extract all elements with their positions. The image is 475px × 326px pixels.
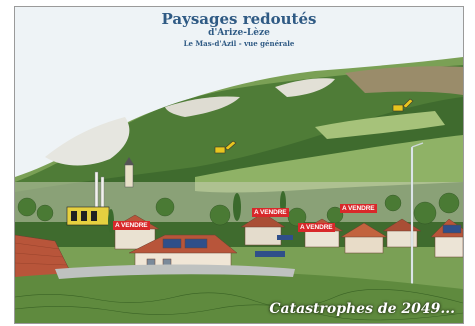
poster-location: Le Mas-d'Azil - vue générale (183, 39, 295, 48)
for-sale-sign: A VENDRE (298, 223, 335, 232)
for-sale-sign: A VENDRE (340, 204, 377, 213)
landscape-drawing (15, 7, 463, 323)
for-sale-sign: A VENDRE (252, 208, 289, 217)
for-sale-sign: A VENDRE (113, 221, 150, 230)
title-block: Paysages redoutés d'Arize-Lèze Le Mas-d'… (15, 11, 463, 49)
poster-caption: Catastrophes de 2049... (269, 301, 455, 317)
poster-illustration: Paysages redoutés d'Arize-Lèze Le Mas-d'… (14, 6, 464, 324)
poster-subtitle: d'Arize-Lèze (208, 28, 270, 38)
poster-title: Paysages redoutés (161, 10, 317, 28)
